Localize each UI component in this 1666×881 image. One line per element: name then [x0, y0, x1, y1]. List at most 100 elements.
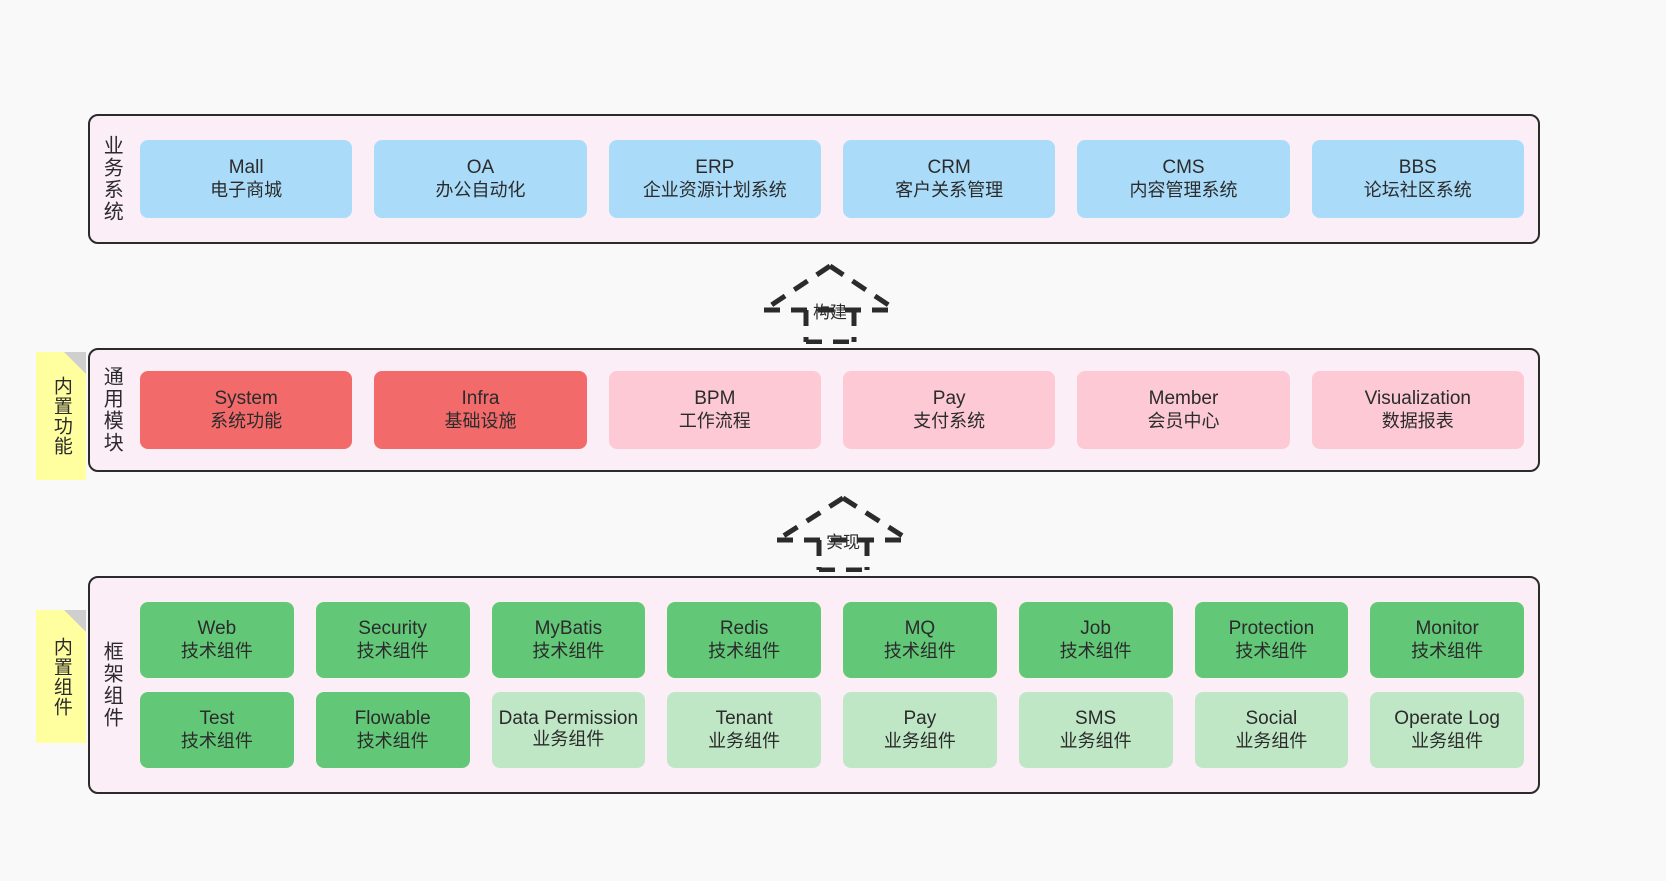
card-monitor[interactable]: Monitor 技术组件	[1370, 602, 1524, 678]
arrow-build-label: 构建	[813, 303, 847, 322]
card-sms[interactable]: SMS 业务组件	[1018, 692, 1173, 768]
framework-layer-body: Web 技术组件 Security 技术组件 MyBatis 技术组件 Redi…	[132, 578, 1538, 792]
card-protection[interactable]: Protection 技术组件	[1194, 602, 1349, 678]
sticky-note-builtin-components: 内置组件	[36, 610, 86, 743]
card-mybatis-name: MyBatis	[534, 618, 603, 640]
card-visualization-name: Visualization	[1364, 388, 1471, 410]
card-flowable[interactable]: Flowable 技术组件	[315, 692, 470, 768]
card-mall[interactable]: Mall 电子商城	[140, 140, 353, 218]
card-pay-module-name: Pay	[932, 388, 966, 410]
card-oa-name: OA	[466, 157, 495, 179]
card-member[interactable]: Member 会员中心	[1077, 371, 1290, 449]
card-protection-sub: 技术组件	[1235, 640, 1308, 661]
common-card-row: System 系统功能 Infra 基础设施 BPM 工作流程 Pay 支付系统…	[140, 371, 1524, 449]
card-pay-component-name: Pay	[903, 708, 937, 730]
card-erp-sub: 企业资源计划系统	[642, 179, 787, 200]
card-crm[interactable]: CRM 客户关系管理	[842, 140, 1056, 218]
card-job-sub: 技术组件	[1059, 640, 1132, 661]
card-operate-log[interactable]: Operate Log 业务组件	[1370, 692, 1524, 768]
card-monitor-name: Monitor	[1415, 618, 1479, 640]
card-bbs[interactable]: BBS 论坛社区系统	[1311, 140, 1524, 218]
card-social[interactable]: Social 业务组件	[1194, 692, 1349, 768]
card-protection-name: Protection	[1228, 618, 1315, 640]
card-flowable-sub: 技术组件	[356, 730, 429, 751]
card-infra-sub: 基础设施	[444, 410, 517, 431]
framework-tech-row: Web 技术组件 Security 技术组件 MyBatis 技术组件 Redi…	[140, 602, 1524, 678]
card-pay-component-sub: 业务组件	[883, 730, 956, 751]
business-card-row: Mall 电子商城 OA 办公自动化 ERP 企业资源计划系统 CRM 客户关系…	[140, 140, 1524, 218]
arrow-implement-label: 实现	[826, 533, 860, 552]
sticky-note-builtin-components-text: 内置组件	[50, 636, 72, 717]
card-crm-sub: 客户关系管理	[895, 179, 1004, 200]
card-operate-log-sub: 业务组件	[1411, 730, 1484, 751]
card-security[interactable]: Security 技术组件	[315, 602, 470, 678]
generalization-arrow-implement-glyph	[775, 495, 911, 572]
card-system[interactable]: System 系统功能	[140, 371, 353, 449]
card-test-name: Test	[199, 708, 235, 730]
card-mq[interactable]: MQ 技术组件	[843, 602, 997, 678]
card-security-name: Security	[358, 618, 427, 640]
framework-component-layer: 框架组件 Web 技术组件 Security 技术组件 MyBatis 技术组件…	[88, 576, 1540, 794]
note-fold-icon	[64, 352, 86, 374]
card-web-sub: 技术组件	[180, 640, 253, 661]
card-system-name: System	[214, 388, 278, 410]
card-system-sub: 系统功能	[210, 410, 283, 431]
card-web[interactable]: Web 技术组件	[140, 602, 294, 678]
card-job[interactable]: Job 技术组件	[1018, 602, 1173, 678]
common-module-layer: 通用模块 System 系统功能 Infra 基础设施 BPM 工作流程 Pay…	[88, 348, 1540, 472]
card-tenant-sub: 业务组件	[708, 730, 781, 751]
common-layer-title: 通用模块	[100, 366, 123, 454]
sticky-note-builtin-features: 内置功能	[36, 352, 86, 480]
card-crm-name: CRM	[927, 157, 971, 179]
card-security-sub: 技术组件	[356, 640, 429, 661]
card-data-permission-sub: 业务组件	[532, 728, 605, 749]
card-infra[interactable]: Infra 基础设施	[374, 371, 587, 449]
business-system-layer: 业务系统 Mall 电子商城 OA 办公自动化 ERP 企业资源计划系统 CRM…	[88, 114, 1540, 244]
note-fold-icon	[64, 610, 86, 632]
card-pay-component[interactable]: Pay 业务组件	[843, 692, 997, 768]
card-mq-name: MQ	[904, 618, 936, 640]
card-web-name: Web	[197, 618, 237, 640]
card-cms-sub: 内容管理系统	[1129, 179, 1238, 200]
card-job-name: Job	[1080, 618, 1111, 640]
generalization-arrow-implement: 实现	[773, 494, 913, 572]
card-oa[interactable]: OA 办公自动化	[374, 140, 587, 218]
framework-business-row: Test 技术组件 Flowable 技术组件 Data Permission …	[140, 692, 1524, 768]
card-test[interactable]: Test 技术组件	[140, 692, 294, 768]
card-bbs-name: BBS	[1398, 157, 1437, 179]
card-pay-module[interactable]: Pay 支付系统	[842, 371, 1056, 449]
card-erp[interactable]: ERP 企业资源计划系统	[608, 140, 821, 218]
business-layer-body: Mall 电子商城 OA 办公自动化 ERP 企业资源计划系统 CRM 客户关系…	[132, 116, 1538, 242]
card-data-permission-name: Data Permission	[498, 708, 639, 730]
card-oa-sub: 办公自动化	[435, 179, 526, 200]
card-bpm[interactable]: BPM 工作流程	[608, 371, 821, 449]
card-redis-sub: 技术组件	[708, 640, 781, 661]
card-tenant[interactable]: Tenant 业务组件	[667, 692, 821, 768]
card-social-name: Social	[1245, 708, 1298, 730]
card-visualization-sub: 数据报表	[1381, 410, 1454, 431]
framework-layer-title: 框架组件	[100, 641, 123, 729]
card-pay-module-sub: 支付系统	[913, 410, 986, 431]
card-mybatis[interactable]: MyBatis 技术组件	[491, 602, 646, 678]
card-data-permission[interactable]: Data Permission 业务组件	[491, 692, 646, 768]
card-operate-log-name: Operate Log	[1394, 708, 1500, 730]
card-test-sub: 技术组件	[180, 730, 253, 751]
card-flowable-name: Flowable	[354, 708, 431, 730]
card-redis-name: Redis	[719, 618, 769, 640]
generalization-arrow-build-glyph	[762, 263, 898, 344]
card-member-sub: 会员中心	[1147, 410, 1220, 431]
card-tenant-name: Tenant	[715, 708, 773, 730]
sticky-note-builtin-features-text: 内置功能	[50, 376, 72, 456]
card-infra-name: Infra	[461, 388, 500, 410]
card-visualization[interactable]: Visualization 数据报表	[1311, 371, 1524, 449]
card-monitor-sub: 技术组件	[1411, 640, 1484, 661]
card-sms-name: SMS	[1075, 708, 1117, 730]
card-redis[interactable]: Redis 技术组件	[667, 602, 821, 678]
card-mall-name: Mall	[228, 157, 264, 179]
card-cms[interactable]: CMS 内容管理系统	[1077, 140, 1290, 218]
card-cms-name: CMS	[1162, 157, 1205, 179]
card-member-name: Member	[1148, 388, 1219, 410]
card-erp-name: ERP	[695, 157, 735, 179]
card-mall-sub: 电子商城	[210, 179, 283, 200]
